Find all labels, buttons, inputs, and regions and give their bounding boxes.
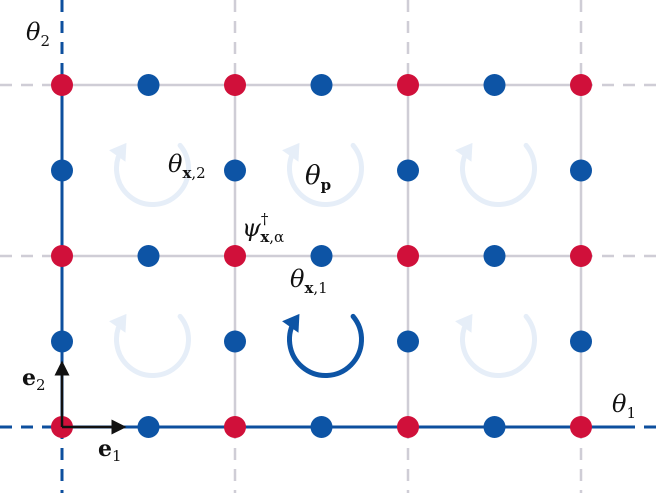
vertex-site-red xyxy=(224,245,246,267)
vertex-site-red xyxy=(397,416,419,438)
plaquette-arc xyxy=(114,313,191,378)
link-site-blue xyxy=(570,330,592,353)
link-site-blue xyxy=(137,416,160,438)
link-site-blue xyxy=(397,330,419,353)
plaquette-arrow xyxy=(109,142,191,207)
plaquette-arrow xyxy=(282,142,364,207)
plaquette-arrowhead xyxy=(109,313,127,333)
link-site-blue xyxy=(310,74,333,96)
vertex-site-red xyxy=(570,245,592,267)
link-site-blue xyxy=(224,159,246,182)
vertex-site-red xyxy=(224,416,246,438)
plaquette-arrow xyxy=(282,313,364,378)
theta2-axis-label: θ2 xyxy=(26,18,50,50)
basis-vectors xyxy=(54,360,127,435)
link-site-blue xyxy=(137,245,160,267)
link-site-blue xyxy=(310,416,333,438)
link-site-blue xyxy=(51,330,73,353)
theta-x1-label: θx,1 xyxy=(290,265,328,297)
lattice-sites xyxy=(51,74,592,438)
link-site-blue xyxy=(483,416,506,438)
theta1-axis-label: θ1 xyxy=(612,390,636,422)
link-site-blue xyxy=(570,159,592,182)
vertex-site-red xyxy=(397,245,419,267)
plaquette-arrow xyxy=(455,142,537,207)
vertex-site-red xyxy=(51,74,73,96)
link-site-blue xyxy=(51,159,73,182)
vertex-site-red xyxy=(397,74,419,96)
e1-label: e1 xyxy=(98,436,122,465)
link-site-blue xyxy=(137,74,160,96)
vertex-site-red xyxy=(570,74,592,96)
plaquette-arrowhead xyxy=(109,142,127,162)
plaquette-arc xyxy=(460,313,537,378)
link-site-blue xyxy=(224,330,246,353)
plaquette-arrowhead xyxy=(455,313,473,333)
theta-x2-label: θx,2 xyxy=(168,150,206,182)
vertex-site-red xyxy=(51,245,73,267)
plaquette-arc xyxy=(287,313,364,378)
vertex-site-red xyxy=(224,74,246,96)
link-site-blue xyxy=(310,245,333,267)
link-site-blue xyxy=(483,74,506,96)
plaquette-arrowhead xyxy=(455,142,473,162)
psi-dagger-label: ψ†x,α xyxy=(242,210,284,246)
plaquette-arrow xyxy=(109,313,191,378)
plaquette-arrows xyxy=(109,142,537,378)
link-site-blue xyxy=(483,245,506,267)
vertex-site-red xyxy=(570,416,592,438)
plaquette-arrowhead xyxy=(282,313,300,333)
theta-p-label: θp xyxy=(305,161,331,194)
plaquette-arc xyxy=(460,142,537,207)
plaquette-arc xyxy=(287,142,364,207)
plaquette-arc xyxy=(114,142,191,207)
plaquette-arrow xyxy=(455,313,537,378)
plaquette-arrowhead xyxy=(282,142,300,162)
link-site-blue xyxy=(397,159,419,182)
e2-label: e2 xyxy=(22,365,46,394)
